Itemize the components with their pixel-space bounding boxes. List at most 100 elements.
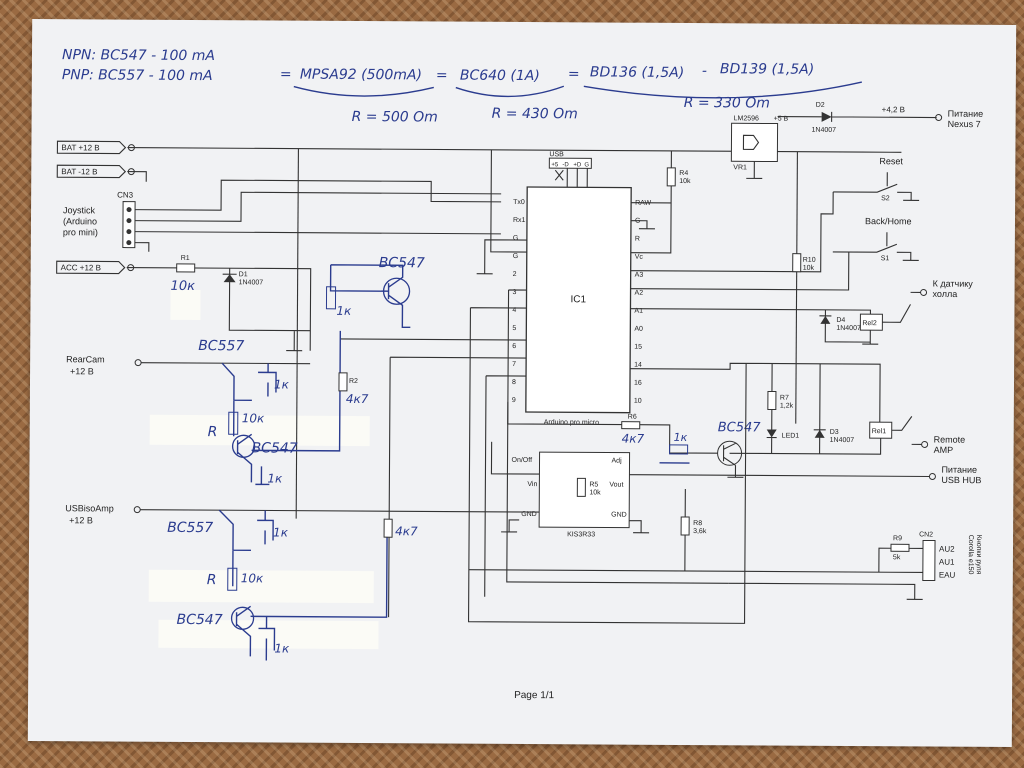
tape-3 <box>158 619 379 650</box>
svg-text:BAT +12 B: BAT +12 B <box>61 143 99 152</box>
note-chain-4: BD139 (1,5A) <box>720 61 814 78</box>
svg-text:+12 B: +12 B <box>70 366 94 376</box>
svg-text:+5: +5 <box>551 162 559 168</box>
svg-text:KIS3R33: KIS3R33 <box>567 531 595 538</box>
kis3r33: On/Off Adj Vin Vout GND GND KIS3R33 R5 1… <box>501 451 650 538</box>
svg-text:4к7: 4к7 <box>622 432 645 446</box>
svg-text:IC1: IC1 <box>570 294 586 305</box>
ic1-pin-right: 16 <box>634 380 642 387</box>
note-npn: NPN: BC547 - 100 mA <box>62 47 215 64</box>
r3: 4к7 <box>383 518 418 538</box>
ic1-pin-right: A3 <box>635 272 644 279</box>
svg-text:BC547: BC547 <box>379 255 425 271</box>
d4-diode: D4 1N4007 <box>819 309 871 343</box>
schematic-sheet: NPN: BC547 - 100 mA PNP: BC557 - 100 mA … <box>27 19 1017 747</box>
usbisoamp-stage: BC557 1к 10к R BC547 1к <box>167 509 388 661</box>
svg-text:CN2: CN2 <box>919 531 933 538</box>
svg-text:R9: R9 <box>893 535 902 542</box>
svg-text:(Arduino: (Arduino <box>63 216 97 226</box>
hw-1k-led: 1к <box>659 431 690 464</box>
port-usbisoamp: USBisoAmp +12 B <box>65 503 540 525</box>
tape-2 <box>148 569 374 604</box>
ic1-pin-right: 14 <box>634 362 642 369</box>
note-chain-2: BC640 (1A) <box>460 68 540 84</box>
svg-text:VR1: VR1 <box>733 164 747 171</box>
r4: R4 10k <box>666 167 691 187</box>
gnd-ic-right <box>630 220 655 230</box>
wire-14 <box>630 362 881 425</box>
ic1-pin-right: 15 <box>634 344 642 351</box>
equals-3: - <box>702 63 707 79</box>
ic1-pin-left: 8 <box>512 379 516 386</box>
svg-text:LM2596: LM2596 <box>734 115 759 122</box>
port-bat-pos: BAT +12 B <box>56 140 135 155</box>
ic1-pin-left: 2 <box>513 271 517 278</box>
svg-text:Back/Home: Back/Home <box>865 216 912 226</box>
svg-text:R1: R1 <box>181 255 190 262</box>
svg-text:10k: 10k <box>589 489 601 496</box>
svg-text:BC547: BC547 <box>176 612 222 628</box>
wire-a2-back <box>630 251 850 291</box>
schematic-diagram: NPN: BC547 - 100 mA PNP: BC557 - 100 mA … <box>56 47 984 701</box>
ic1-pin-left: G <box>513 253 518 260</box>
svg-text:Rel1: Rel1 <box>872 428 887 435</box>
svg-text:1к: 1к <box>273 525 289 539</box>
svg-text:D4: D4 <box>836 317 845 324</box>
ic1-pin-right: 10 <box>634 398 642 405</box>
cn2-connector: CN2 AU2 AU1 EAU R9 5k Кнопки руляCorolla… <box>468 531 982 601</box>
svg-text:R2: R2 <box>349 378 358 385</box>
r7: R7 1,2k <box>767 363 794 430</box>
svg-text:+12 B: +12 B <box>69 515 93 525</box>
ic1-pin-left: 6 <box>512 343 516 350</box>
wire-pin7 <box>484 375 527 597</box>
svg-text:D1: D1 <box>239 271 248 278</box>
svg-text:ACC +12 B: ACC +12 B <box>61 263 101 272</box>
svg-text:USBisoAmp: USBisoAmp <box>65 503 114 513</box>
tape-1 <box>149 414 370 447</box>
wire-pin5 <box>340 338 527 341</box>
svg-text:1,2k: 1,2k <box>780 403 794 410</box>
svg-text:10k: 10k <box>679 178 691 185</box>
port-bat-neg: BAT -12 B <box>56 164 135 179</box>
equals-0: = <box>280 67 292 83</box>
svg-text:GND: GND <box>521 511 537 518</box>
vr1-regulator: LM2596 VR1 +5 B <box>730 115 789 180</box>
ic1-pin-left: 5 <box>512 325 516 332</box>
svg-text:pro mini): pro mini) <box>63 227 98 237</box>
svg-text:BC547: BC547 <box>718 420 762 435</box>
wire-ic-g <box>490 149 527 253</box>
wire-a3-reset <box>630 191 834 273</box>
ic1-pin-left: 9 <box>512 397 516 404</box>
note-r3: R = 330 Om <box>684 95 770 112</box>
led1: LED1 <box>766 429 799 454</box>
svg-text:Vin: Vin <box>527 481 537 488</box>
svg-text:R4: R4 <box>679 170 688 177</box>
brace-1 <box>293 85 434 97</box>
svg-text:Vout: Vout <box>609 482 623 489</box>
rearcam-stage: BC557 1к 10к R BC547 1к <box>198 330 342 486</box>
svg-text:Adj: Adj <box>612 458 623 465</box>
svg-text:CN3: CN3 <box>117 191 134 200</box>
ic1-pin-left: 7 <box>512 361 516 368</box>
ic1-pin-left: 4 <box>512 307 516 314</box>
usb-header: USB +5 -D +D G <box>548 151 592 188</box>
note-r1: R = 500 Om <box>352 109 438 126</box>
svg-text:1N4007: 1N4007 <box>836 325 861 332</box>
svg-text:R5: R5 <box>589 481 598 488</box>
bc547-top: BC547 1к <box>325 255 425 329</box>
page-footer: Page 1/1 <box>514 690 555 701</box>
ic1-pin-right: A0 <box>634 326 643 333</box>
svg-text:R: R <box>207 572 217 588</box>
equals-1: = <box>436 67 448 83</box>
svg-text:R7: R7 <box>780 395 789 402</box>
gnd-ic-left <box>476 239 527 275</box>
svg-text:Rel2: Rel2 <box>862 320 877 327</box>
ic1-pin-right: Vc <box>635 254 644 261</box>
svg-text:+4,2 B: +4,2 B <box>882 105 905 114</box>
